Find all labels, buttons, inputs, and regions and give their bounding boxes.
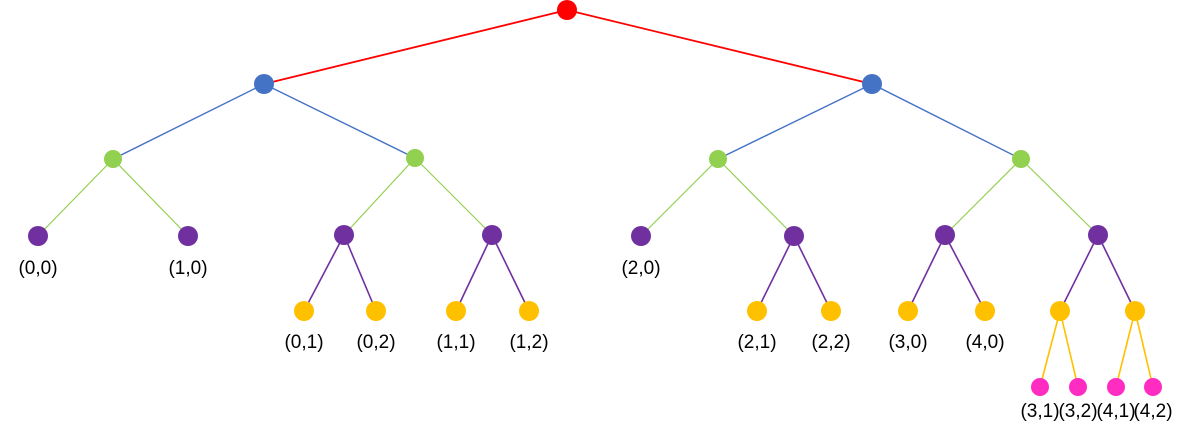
tree-node[interactable] (821, 301, 841, 321)
node-label: (3,0) (888, 332, 927, 353)
tree-node[interactable] (1031, 378, 1049, 396)
tree-edge (1059, 234, 1099, 312)
tree-edge (944, 158, 1022, 236)
tree-edge (1020, 158, 1099, 236)
tree-edge (566, 9, 873, 85)
tree-edge (414, 157, 493, 236)
tree-edge (907, 234, 946, 312)
node-label: (2,2) (811, 332, 850, 353)
tree-node[interactable] (935, 225, 955, 245)
tree-node[interactable] (1125, 301, 1145, 321)
tree-node[interactable] (406, 149, 424, 167)
tree-node[interactable] (1088, 225, 1108, 245)
tree-edge (112, 83, 265, 160)
tree-edge (640, 158, 719, 237)
tree-edge (263, 9, 568, 85)
node-label: (3,1) (1020, 401, 1059, 422)
node-label: (4,0) (965, 332, 1004, 353)
tree-edge (303, 234, 345, 312)
node-label: (0,2) (356, 332, 395, 353)
tree-node[interactable] (747, 301, 767, 321)
tree-edge (1097, 234, 1136, 312)
tree-node[interactable] (784, 226, 804, 246)
node-label: (4,2) (1133, 401, 1172, 422)
tree-node[interactable] (1107, 378, 1125, 396)
tree-edge (756, 235, 795, 312)
tree-edge (343, 157, 416, 236)
tree-node[interactable] (482, 225, 502, 245)
tree-edge (1059, 310, 1079, 388)
tree-node[interactable] (862, 74, 882, 94)
node-label: (0,0) (18, 258, 57, 279)
tree-edge (491, 234, 530, 312)
tree-node[interactable] (1012, 150, 1030, 168)
tree-edge (1115, 310, 1136, 388)
tree-edge (37, 158, 114, 237)
tree-node[interactable] (178, 226, 198, 246)
tree-node[interactable] (557, 0, 577, 20)
tree-node[interactable] (446, 301, 466, 321)
tree-edge (112, 158, 189, 237)
node-label: (4,1) (1096, 401, 1135, 422)
tree-edge (343, 234, 377, 312)
tree-node[interactable] (104, 150, 122, 168)
tree-node[interactable] (1050, 301, 1070, 321)
node-label: (1,2) (509, 332, 548, 353)
label-layer: (0,0) (1,0) (2,0) (0,1) (0,2) (1,1) (1,2) (2,1)… (18, 258, 1172, 422)
tree-edge (1039, 310, 1061, 388)
tree-node[interactable] (28, 226, 48, 246)
node-label: (2,1) (737, 332, 776, 353)
tree-node[interactable] (631, 226, 651, 246)
tree-node[interactable] (709, 150, 727, 168)
tree-edge (717, 158, 795, 237)
node-label: (0,1) (284, 332, 323, 353)
node-label: (1,0) (168, 258, 207, 279)
tree-edge (871, 83, 1022, 160)
tree-node[interactable] (1069, 378, 1087, 396)
node-label: (1,1) (436, 332, 475, 353)
tree-node[interactable] (975, 301, 995, 321)
tree-edge (455, 234, 493, 312)
tree-node[interactable] (294, 301, 314, 321)
tree-edge (944, 234, 986, 312)
tree-node[interactable] (254, 74, 274, 94)
node-label: (3,2) (1058, 401, 1097, 422)
tree-edge (793, 235, 832, 312)
tree-edge (1134, 310, 1154, 388)
tree-node[interactable] (366, 301, 386, 321)
tree-edge (263, 83, 416, 159)
node-label: (2,0) (621, 258, 660, 279)
node-layer (28, 0, 1162, 396)
tree-node[interactable] (898, 301, 918, 321)
tree-node[interactable] (334, 225, 354, 245)
tree-edge (717, 83, 873, 160)
tree-node[interactable] (1144, 378, 1162, 396)
tree-node[interactable] (519, 301, 539, 321)
edge-layer (37, 9, 1154, 388)
